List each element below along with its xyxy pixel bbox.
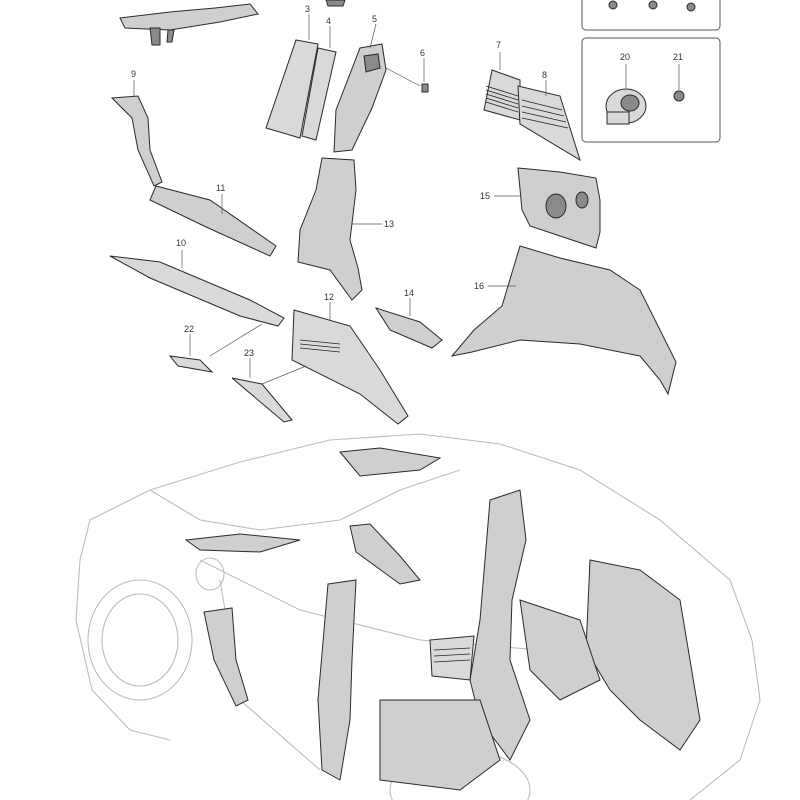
trim-piece-23 (231, 358, 307, 423)
quarter-panel-7 (483, 52, 521, 121)
callout-8: 8 (542, 70, 547, 80)
rear-quarter-upper-15 (494, 167, 601, 249)
pillar-panel-4 (301, 26, 337, 141)
callout-12: 12 (324, 292, 334, 302)
callout-3: 3 (305, 4, 310, 14)
callout-20: 20 (620, 52, 630, 62)
callout-23: 23 (244, 348, 254, 358)
sill-trim-11 (149, 185, 277, 257)
pillar-panel-3 (265, 14, 319, 139)
callout-5: 5 (372, 14, 377, 24)
callout-labels: 3 4 5 6 7 8 9 11 13 15 10 12 14 16 22 23… (131, 4, 683, 358)
b-pillar-lower-13 (297, 157, 382, 301)
rear-quarter-lower-16 (450, 245, 677, 396)
b-pillar-upper-5 (333, 23, 387, 153)
callout-6: 6 (420, 48, 425, 58)
fastener-inset-box (581, 37, 721, 143)
callout-10: 10 (176, 238, 186, 248)
scuff-plate-14 (374, 298, 443, 349)
callout-15: 15 (480, 191, 490, 201)
roof-rail-trim (119, 0, 346, 46)
callout-9: 9 (131, 69, 136, 79)
callout-21: 21 (673, 52, 683, 62)
callout-13: 13 (384, 219, 394, 229)
screw-6 (385, 58, 429, 93)
callout-4: 4 (326, 16, 331, 26)
clip-part-21 (673, 64, 685, 102)
callout-11: 11 (216, 183, 225, 193)
callout-14: 14 (404, 288, 414, 298)
kick-panel-12 (291, 302, 409, 425)
quarter-panel-8 (517, 80, 581, 162)
a-pillar-lower-9 (110, 80, 163, 187)
fastener-inset-top (581, 0, 721, 31)
callout-22: 22 (184, 324, 194, 334)
clip-part-20 (605, 88, 647, 125)
rocker-trim-10 (109, 250, 285, 327)
trim-piece-22 (168, 323, 263, 373)
installed-trims (184, 447, 701, 791)
callout-7: 7 (496, 40, 501, 50)
callout-16: 16 (474, 281, 484, 291)
